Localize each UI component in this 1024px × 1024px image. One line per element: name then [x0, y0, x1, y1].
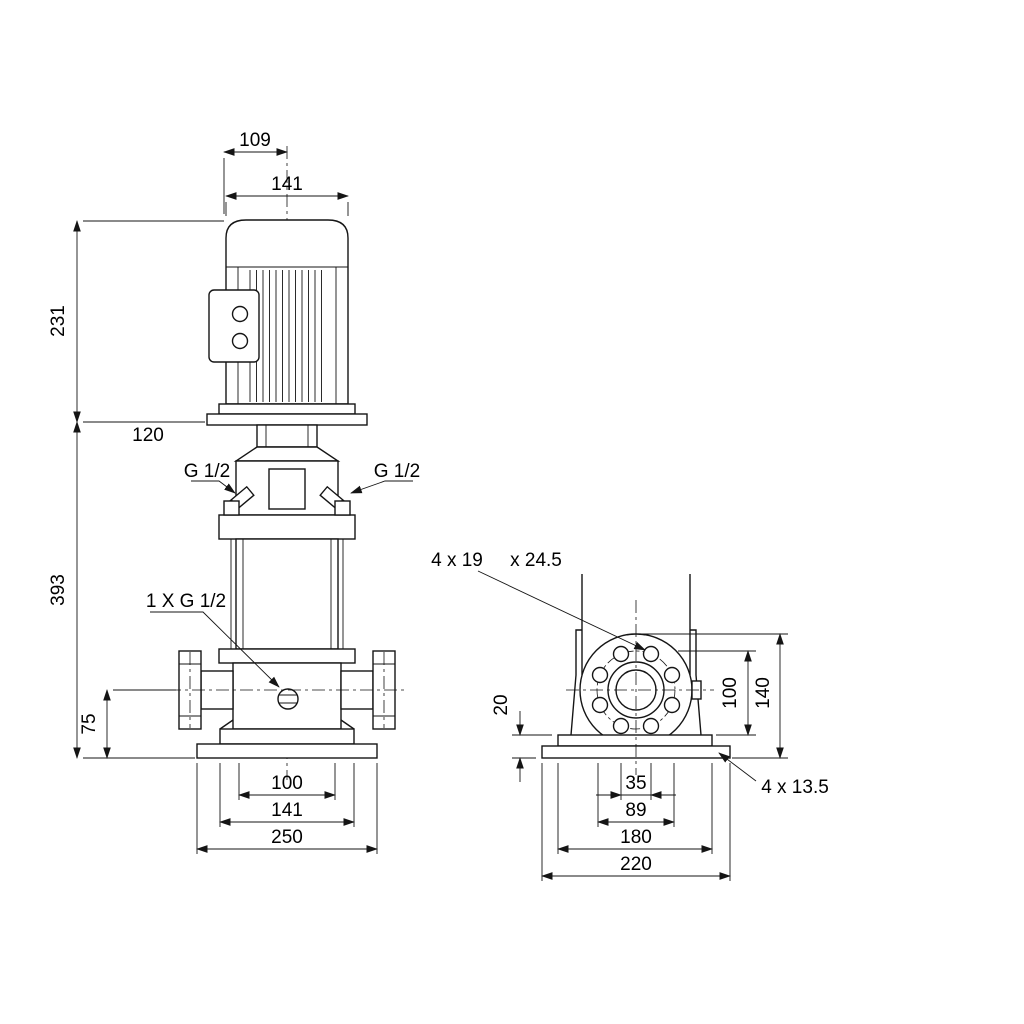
front-view: 109 141 231 120 393 G 1/2 G 1/2 1 X G 1/…: [48, 130, 420, 854]
dim-100-bottom-label: 100: [271, 773, 303, 794]
cable-entry-bottom: [231, 332, 249, 350]
dim-141-bottom-label: 141: [271, 800, 303, 821]
dim-35-label: 35: [625, 773, 646, 794]
plug-left-label: G 1/2: [184, 461, 230, 482]
dim-393-label: 393: [48, 574, 69, 606]
coupling-window: [268, 468, 306, 510]
flange-holes-label: 4 x 19: [431, 550, 483, 571]
dim-140-label: 140: [753, 677, 774, 709]
dim-89-label: 89: [625, 800, 646, 821]
staybolts: [230, 539, 344, 649]
cable-entry-top: [231, 305, 249, 323]
staybolt-nut-left: [223, 500, 240, 516]
dim-141-top-label: 141: [271, 174, 303, 195]
dim-120-label: 120: [132, 425, 164, 446]
drain-label: 1 X G 1/2: [146, 591, 226, 612]
side-view: 4 x 19 x 24.5 20 100 140 4 x 13.5 35 89 …: [431, 550, 829, 881]
front-dimension-lines: [73, 148, 378, 853]
dim-75-label: 75: [79, 713, 100, 734]
leader-base-holes: [718, 752, 757, 782]
dim-220-label: 220: [620, 854, 652, 875]
dim-250-label: 250: [271, 827, 303, 848]
side-dimension-lines: [516, 633, 784, 880]
dim-20-label: 20: [491, 694, 512, 715]
motor-stool: [206, 403, 368, 426]
dim-100-side-label: 100: [720, 677, 741, 709]
leader-drain: [150, 611, 280, 688]
flange-centerlines: [189, 652, 385, 728]
leader-flange-holes: [477, 570, 646, 651]
base-holes-label: 4 x 13.5: [761, 777, 829, 798]
dim-180-label: 180: [620, 827, 652, 848]
flange-bolt-holes: [591, 645, 681, 735]
side-body: [570, 574, 702, 736]
front-leader-lines: [150, 480, 413, 688]
plug-right-label: G 1/2: [374, 461, 420, 482]
side-leader-lines: [477, 570, 757, 782]
dim-109-label: 109: [239, 130, 271, 151]
leader-plug-left: [191, 480, 236, 494]
terminal-box: [208, 289, 260, 363]
staybolt-nut-right: [334, 500, 351, 516]
pump-base: [196, 719, 378, 759]
leader-plug-right: [350, 480, 413, 494]
counterbore-label: x 24.5: [510, 550, 562, 571]
drain-plug: [277, 688, 299, 710]
coupling-and-head: [218, 424, 356, 540]
front-extension-lines: [83, 158, 378, 854]
dim-231-label: 231: [48, 305, 69, 337]
